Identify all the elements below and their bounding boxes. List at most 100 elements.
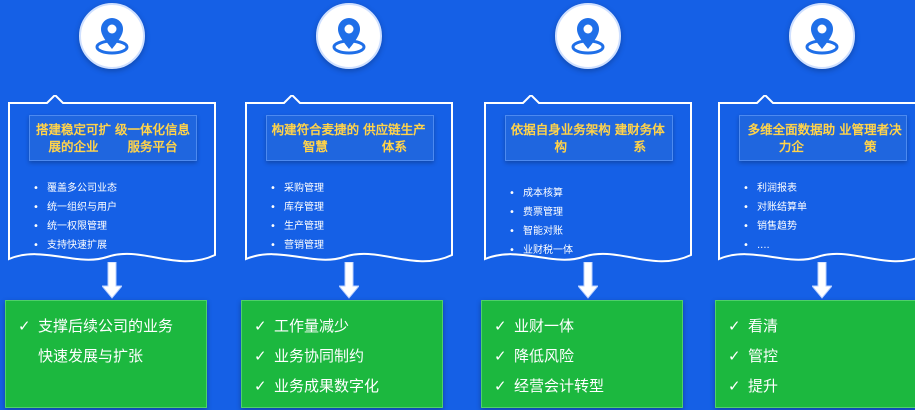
result-box: ✓ 看清 ✓ 管控 ✓提升 [715, 300, 915, 408]
goal-bullet-text: 费票管理 [523, 207, 563, 218]
result-item: ✓提升 [728, 371, 778, 401]
result-item: ✓ 看清 [728, 311, 778, 341]
down-arrow-icon [102, 262, 122, 299]
goal-bullet-item: • 成本核算 [509, 184, 573, 203]
column-2: 构建符合麦捷的智慧供应链生产体系•采购管理•库存管理•生产管理•营销管理 [244, 0, 454, 410]
goal-card: 多维全面数据助力企业管理者决策•利润报表•对账结算单•销售趋势•.... [717, 95, 915, 270]
result-text: 快速发展与扩张 [38, 347, 144, 365]
result-text: 看清 [748, 317, 779, 335]
goal-bullet-list: •覆盖多公司业态•统一组织与用户•统一权限管理•支持快速扩展 [33, 179, 117, 255]
result-text: 业财一体 [514, 317, 575, 335]
goal-title: 依据自身业务架构构建财务体系 [505, 115, 673, 161]
result-item: ✓ 经营会计转型 [494, 371, 604, 401]
goal-bullet-list: •采购管理•库存管理•生产管理•营销管理 [270, 179, 324, 255]
down-arrow-icon [578, 262, 598, 299]
location-pin-icon [555, 3, 621, 69]
goal-card: 构建符合麦捷的智慧供应链生产体系•采购管理•库存管理•生产管理•营销管理 [244, 95, 454, 270]
goal-bullet-text: 智能对账 [523, 226, 563, 237]
goal-bullet-item: •.... [743, 236, 807, 255]
result-text: 经营会计转型 [514, 377, 605, 395]
result-item: ✓业务成果数字化 [254, 371, 379, 401]
bullet-dot-icon: • [270, 183, 276, 194]
goal-card: 搭建稳定可扩展的企业级一体化信息服务平台 • 覆盖多公司业态 • 统一组织与用户 •统一权… [7, 95, 217, 270]
goal-bullet-text: 统一组织与用户 [47, 202, 117, 213]
check-icon: ✓ [494, 377, 507, 395]
bullet-dot-icon: • [33, 240, 39, 251]
result-item: 快速发展与扩张 [18, 341, 173, 371]
goal-bullet-item: •费票管理 [509, 203, 573, 222]
goal-title-line: 业管理者决策 [839, 122, 902, 154]
location-pin-icon [789, 3, 855, 69]
goal-title-line: 级一体化信息服务平台 [114, 122, 190, 154]
bullet-dot-icon: • [743, 202, 749, 213]
check-icon: ✓ [728, 347, 741, 365]
goal-title-line: 多维全面数据助力企 [747, 122, 836, 154]
check-icon: ✓ [18, 317, 31, 335]
goal-title-line: 构建符合麦捷的智慧 [271, 122, 360, 154]
bullet-dot-icon: • [33, 202, 39, 213]
goal-bullet-item: • 采购管理 [270, 179, 324, 198]
goal-bullet-text: 业财税一体 [523, 245, 573, 256]
result-list: ✓ 看清 ✓ 管控 ✓提升 [728, 311, 778, 401]
goal-bullet-text: 覆盖多公司业态 [47, 183, 117, 194]
goal-title-line: 供应链生产体系 [363, 122, 426, 154]
goal-bullet-text: 生产管理 [284, 221, 324, 232]
goal-title: 多维全面数据助力企业管理者决策 [739, 115, 907, 161]
goal-bullet-item: • 营销管理 [270, 236, 324, 255]
goal-bullet-item: •库存管理 [270, 198, 324, 217]
down-arrow-icon [812, 262, 832, 299]
goal-title-line: 依据自身业务架构构 [510, 122, 611, 154]
goal-bullet-list: •利润报表•对账结算单•销售趋势•.... [743, 179, 807, 255]
goal-bullet-list: • 成本核算 •费票管理 • 智能对账 • 业财税一体 [509, 184, 573, 260]
bullet-dot-icon: • [270, 202, 276, 213]
check-icon: ✓ [728, 377, 741, 395]
bullet-dot-icon: • [743, 240, 749, 251]
result-item: ✓ 工作量减少 [254, 311, 379, 341]
goal-bullet-text: 采购管理 [284, 183, 324, 194]
goal-title: 构建符合麦捷的智慧供应链生产体系 [266, 115, 434, 161]
bullet-dot-icon: • [509, 188, 515, 199]
check-icon: ✓ [494, 317, 507, 335]
bullet-dot-icon: • [33, 183, 39, 194]
goal-bullet-text: 营销管理 [284, 240, 324, 251]
result-item: ✓ 业财一体 [494, 311, 604, 341]
goal-bullet-text: 利润报表 [757, 183, 797, 194]
result-box: ✓ 工作量减少 ✓业务协同制约✓业务成果数字化 [241, 300, 443, 408]
result-item: ✓ 支撑后续公司的业务 [18, 311, 173, 341]
down-arrow-icon [339, 262, 359, 299]
result-item: ✓ 管控 [728, 341, 778, 371]
goal-bullet-item: • 统一组织与用户 [33, 198, 117, 217]
bullet-dot-icon: • [33, 221, 39, 232]
goal-bullet-item: • 利润报表 [743, 179, 807, 198]
goal-bullet-item: • 对账结算单 [743, 198, 807, 217]
check-icon: ✓ [254, 317, 267, 335]
goal-bullet-text: 对账结算单 [757, 202, 807, 213]
bullet-dot-icon: • [270, 240, 276, 251]
bullet-dot-icon: • [509, 245, 515, 256]
bullet-dot-icon: • [270, 221, 276, 232]
goal-bullet-text: 支持快速扩展 [47, 240, 107, 251]
goal-bullet-text: .... [757, 240, 770, 251]
bullet-dot-icon: • [743, 183, 749, 194]
goal-bullet-item: • 支持快速扩展 [33, 236, 117, 255]
result-box: ✓ 支撑后续公司的业务快速发展与扩张 [5, 300, 207, 408]
goal-bullet-item: • 业财税一体 [509, 241, 573, 260]
column-1: 搭建稳定可扩展的企业级一体化信息服务平台 • 覆盖多公司业态 • 统一组织与用户 •统一权… [7, 0, 217, 410]
result-item: ✓业务协同制约 [254, 341, 379, 371]
location-pin-icon [316, 3, 382, 69]
column-4: 多维全面数据助力企业管理者决策•利润报表•对账结算单•销售趋势•.... [717, 0, 915, 410]
result-text: 工作量减少 [274, 317, 350, 335]
goal-bullet-item: •统一权限管理 [33, 217, 117, 236]
location-pin-icon [79, 3, 145, 69]
goal-title: 搭建稳定可扩展的企业级一体化信息服务平台 [29, 115, 197, 161]
result-text: 管控 [748, 347, 779, 365]
goal-bullet-item: • 生产管理 [270, 217, 324, 236]
goal-bullet-item: • 智能对账 [509, 222, 573, 241]
goal-bullet-text: 成本核算 [523, 188, 563, 199]
result-text: 支撑后续公司的业务 [38, 317, 174, 335]
check-icon: ✓ [728, 317, 741, 335]
result-item: ✓降低风险 [494, 341, 604, 371]
goal-bullet-item: •销售趋势 [743, 217, 807, 236]
goal-title-line: 搭建稳定可扩展的企业 [35, 122, 111, 154]
bullet-dot-icon: • [509, 226, 515, 237]
